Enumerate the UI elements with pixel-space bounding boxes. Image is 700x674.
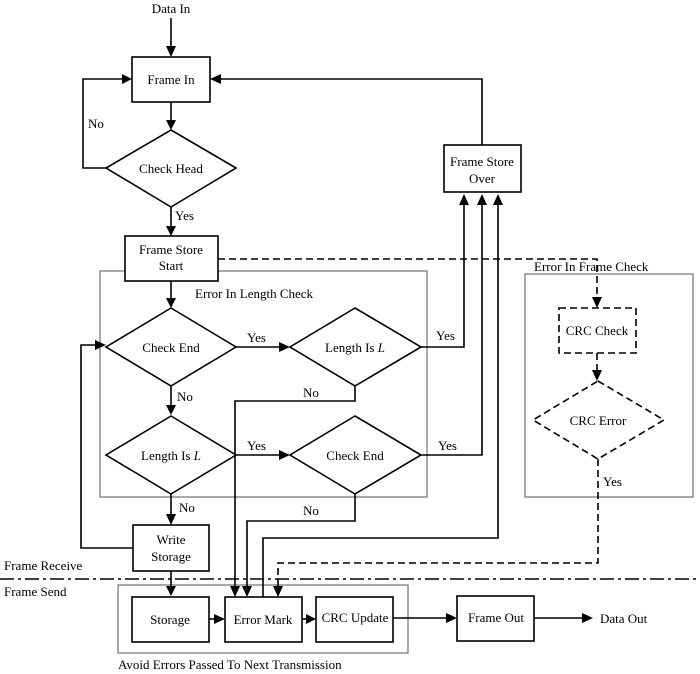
node-crc-check xyxy=(558,307,637,354)
node-crc-update xyxy=(315,596,394,643)
arrowhead xyxy=(166,514,176,525)
edge-label-no: No xyxy=(88,116,104,131)
edge-lengthisl1-yes xyxy=(421,204,465,348)
arrowhead xyxy=(166,298,176,308)
node-check-head-label: Check Head xyxy=(139,161,203,176)
edge-label-yes: Yes xyxy=(438,438,457,453)
node-frame-out-label: Frame Out xyxy=(468,610,524,625)
edge-label-yes: Yes xyxy=(436,328,455,343)
lane-send-label: Frame Send xyxy=(4,584,67,599)
group-avoid-errors-label: Avoid Errors Passed To Next Transmission xyxy=(118,657,342,672)
arrowhead xyxy=(273,586,283,597)
group-frame-check-label: Error In Frame Check xyxy=(534,259,649,274)
data-in-label: Data In xyxy=(152,1,191,16)
edge-lengthisl1-no xyxy=(234,386,356,588)
node-write-storage-label-2: Storage xyxy=(151,549,191,564)
edge-writestorage-loop xyxy=(80,344,133,549)
arrowhead xyxy=(166,120,176,130)
node-crc-error-label: CRC Error xyxy=(570,413,627,428)
edge-label-yes: Yes xyxy=(247,438,266,453)
edge-label-yes: Yes xyxy=(175,208,194,223)
arrowhead xyxy=(306,614,316,624)
node-frame-store-start-label-1: Frame Store xyxy=(139,242,203,257)
node-frame-store-start xyxy=(124,235,219,282)
lane-receive-label: Frame Receive xyxy=(4,558,83,573)
data-out-label: Data Out xyxy=(600,611,648,626)
edge-errormark-framestoreover xyxy=(262,204,499,597)
arrowhead xyxy=(592,297,602,308)
node-length-is-l-2-label: Length Is L xyxy=(141,448,201,463)
arrowhead xyxy=(166,46,176,57)
group-length-check-label: Error In Length Check xyxy=(195,286,314,301)
node-check-end-1-label: Check End xyxy=(142,340,200,355)
arrowhead xyxy=(95,340,106,350)
node-write-storage xyxy=(132,524,210,572)
node-frame-in-label: Frame In xyxy=(147,72,195,87)
arrowhead xyxy=(166,586,176,596)
node-frame-store-over-label-2: Over xyxy=(469,171,496,186)
edge-label-no: No xyxy=(177,389,193,404)
arrowhead xyxy=(279,342,290,352)
node-length-is-l-1-label: Length Is L xyxy=(325,340,385,355)
arrowhead xyxy=(592,370,602,381)
arrowhead xyxy=(242,586,252,597)
arrowhead xyxy=(582,613,593,623)
arrowhead xyxy=(230,586,240,597)
arrowhead xyxy=(166,405,176,415)
edge-label-yes: Yes xyxy=(247,330,266,345)
node-storage-label: Storage xyxy=(150,612,190,627)
node-write-storage-label-1: Write xyxy=(156,532,185,547)
arrowhead xyxy=(459,194,469,205)
node-crc-check-label: CRC Check xyxy=(566,323,629,338)
edge-checkhead-no xyxy=(82,78,124,169)
node-error-mark-label: Error Mark xyxy=(234,612,293,627)
arrowhead xyxy=(122,74,132,84)
node-frame-store-over-label-1: Frame Store xyxy=(450,154,514,169)
arrowhead xyxy=(166,226,176,236)
edge-label-no: No xyxy=(179,500,195,515)
group-length-check xyxy=(99,270,428,498)
node-frame-out xyxy=(456,595,535,642)
node-crc-error xyxy=(531,380,666,460)
node-storage xyxy=(131,596,210,643)
arrowhead xyxy=(446,613,457,623)
node-error-mark xyxy=(224,596,303,643)
arrowhead xyxy=(210,74,221,84)
edge-crcerror-yes xyxy=(277,459,599,588)
edge-label-no: No xyxy=(303,503,319,518)
arrowhead xyxy=(477,194,487,205)
edge-label-no: No xyxy=(303,385,319,400)
edge-label-yes: Yes xyxy=(603,474,622,489)
group-frame-check xyxy=(524,273,694,498)
node-check-end-2-label: Check End xyxy=(326,448,384,463)
arrowhead xyxy=(279,450,290,460)
arrowhead xyxy=(214,614,225,624)
node-frame-store-start-label-2: Start xyxy=(159,258,184,273)
edge-framestorestart-crccheck xyxy=(218,258,598,297)
node-crc-update-label: CRC Update xyxy=(322,610,389,625)
arrowhead xyxy=(493,194,503,205)
edge-checkend2-yes xyxy=(421,204,483,456)
edge-checkend2-no xyxy=(246,494,356,588)
edge-framestoreover-framein xyxy=(220,78,483,145)
